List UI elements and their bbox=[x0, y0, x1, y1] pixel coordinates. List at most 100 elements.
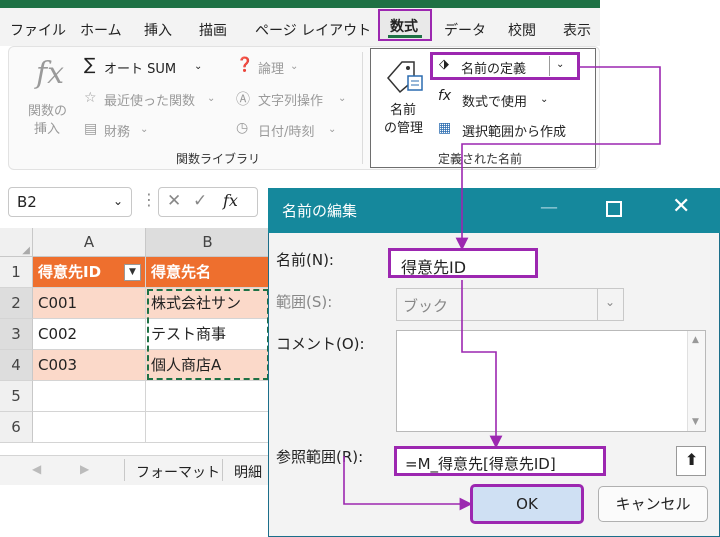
filter-dropdown-icon[interactable]: ▼ bbox=[124, 264, 141, 281]
tag-icon: ⬗ bbox=[439, 57, 449, 72]
insert-function-label-2[interactable]: 挿入 bbox=[34, 122, 61, 137]
row-header-3[interactable]: 3 bbox=[0, 319, 33, 350]
maximize-icon[interactable] bbox=[606, 201, 622, 217]
refers-to-label: 参照範囲(R): bbox=[276, 448, 364, 466]
close-icon[interactable]: ✕ bbox=[672, 194, 691, 219]
function-library-group-label: 関数ライブラリ bbox=[176, 152, 261, 166]
chevron-down-icon: ⌄ bbox=[605, 295, 616, 309]
name-box-value: B2 bbox=[17, 193, 37, 211]
chevron-down-icon[interactable]: ⌄ bbox=[290, 61, 299, 72]
chevron-down-icon[interactable]: ⌄ bbox=[194, 61, 203, 72]
tab-file[interactable]: ファイル bbox=[10, 23, 66, 39]
chevron-down-icon[interactable]: ⌄ bbox=[140, 124, 149, 135]
tab-insert[interactable]: 挿入 bbox=[144, 23, 172, 39]
clock-icon: ◷ bbox=[236, 120, 249, 136]
tab-data[interactable]: データ bbox=[444, 23, 486, 39]
scroll-left-icon[interactable]: ◀ bbox=[32, 462, 42, 476]
fx-icon: fx bbox=[36, 56, 65, 91]
autosum-button[interactable]: オート SUM bbox=[104, 62, 177, 77]
row-header-2[interactable]: 2 bbox=[0, 288, 33, 319]
text-icon: Ⓐ bbox=[236, 92, 250, 108]
name-manager-label-2[interactable]: の管理 bbox=[384, 121, 424, 136]
logical-button[interactable]: 論理 bbox=[258, 62, 285, 77]
chevron-down-icon[interactable]: ⌄ bbox=[338, 93, 347, 104]
comment-textarea[interactable]: ▲ ▼ bbox=[396, 330, 706, 432]
table-cell[interactable] bbox=[33, 381, 146, 412]
logical-icon: ❓ bbox=[236, 57, 254, 73]
name-box[interactable]: B2 ⌄ bbox=[8, 187, 132, 217]
sheet-tab-bar: ◀ ▶ フォーマット 明細 bbox=[0, 455, 290, 485]
row-header-1[interactable]: 1 bbox=[0, 257, 33, 288]
arrow-refers-to-ok bbox=[343, 456, 473, 511]
split-divider bbox=[549, 56, 550, 76]
comment-label: コメント(O): bbox=[276, 335, 365, 353]
financial-button[interactable]: 財務 bbox=[104, 125, 131, 140]
enter-icon[interactable]: ✓ bbox=[193, 191, 208, 211]
scope-value: ブック bbox=[403, 297, 449, 315]
header-label: 得意先ID bbox=[38, 263, 102, 281]
name-manager-label-1[interactable]: 名前 bbox=[390, 103, 417, 118]
datetime-button[interactable]: 日付/時刻 bbox=[258, 125, 315, 140]
chevron-down-icon[interactable]: ⌄ bbox=[328, 124, 337, 135]
ribbon-tab-bar: ファイル ホーム 挿入 描画 ページ レイアウト bbox=[0, 8, 600, 46]
minimize-icon: — bbox=[540, 197, 558, 218]
chevron-down-icon[interactable]: ⌄ bbox=[540, 94, 549, 105]
define-name-button[interactable]: ⬗ 名前の定義 ⌄ bbox=[430, 52, 580, 80]
upload-arrow-icon: ⬆ bbox=[685, 450, 699, 469]
table-cell[interactable]: 個人商店A bbox=[146, 350, 270, 381]
refers-to-value: =M_得意先[得意先ID] bbox=[405, 455, 556, 473]
group-divider bbox=[362, 52, 363, 164]
cancel-icon[interactable]: ✕ bbox=[167, 191, 182, 211]
column-header-b[interactable]: B bbox=[146, 228, 270, 257]
tab-formulas[interactable]: 数式 bbox=[378, 9, 432, 41]
tab-home[interactable]: ホーム bbox=[80, 23, 122, 39]
dialog-title-bar[interactable]: 名前の編集 — ✕ bbox=[268, 188, 720, 233]
recent-functions-button[interactable]: 最近使った関数 bbox=[104, 94, 196, 109]
corner-triangle-icon: ◢ bbox=[22, 245, 30, 256]
tab-divider bbox=[124, 459, 125, 481]
defined-names-group-label: 定義された名前 bbox=[438, 152, 523, 166]
use-in-formula-icon: fx bbox=[438, 88, 452, 104]
scroll-up-icon[interactable]: ▲ bbox=[692, 335, 699, 345]
sigma-icon: ∑ bbox=[84, 55, 96, 75]
insert-function-label-1[interactable]: 関数の bbox=[28, 104, 68, 119]
tab-draw[interactable]: 描画 bbox=[199, 23, 227, 39]
use-in-formula-button[interactable]: 数式で使用 bbox=[462, 95, 528, 110]
table-cell[interactable] bbox=[33, 412, 146, 443]
table-cell[interactable]: C003 bbox=[33, 350, 146, 381]
name-manager-icon bbox=[387, 61, 423, 94]
comment-scrollbar[interactable]: ▲ ▼ bbox=[687, 331, 705, 431]
chevron-down-icon[interactable]: ⌄ bbox=[207, 93, 216, 104]
sheet-tab-detail[interactable]: 明細 bbox=[234, 465, 262, 481]
table-cell[interactable]: テスト商事 bbox=[146, 319, 270, 350]
scope-label: 範囲(S): bbox=[276, 293, 333, 311]
sheet-tab-format[interactable]: フォーマット bbox=[136, 465, 220, 481]
chevron-down-icon[interactable]: ⌄ bbox=[556, 59, 565, 70]
table-cell[interactable]: C002 bbox=[33, 319, 146, 350]
column-header-a[interactable]: A bbox=[33, 228, 146, 257]
tab-review[interactable]: 校閲 bbox=[508, 23, 536, 39]
text-functions-button[interactable]: 文字列操作 bbox=[258, 94, 324, 109]
insert-function-icon[interactable]: fx bbox=[223, 191, 238, 210]
table-cell[interactable]: C001 bbox=[33, 288, 146, 319]
table-header-cell[interactable]: 得意先名 bbox=[146, 257, 270, 288]
tab-page-layout[interactable]: ページ レイアウト bbox=[255, 23, 372, 39]
arrow-define-to-name bbox=[455, 66, 661, 251]
name-field-value: 得意先ID bbox=[401, 258, 467, 277]
collapse-dialog-button[interactable]: ⬆ bbox=[676, 446, 706, 476]
scroll-down-icon[interactable]: ▼ bbox=[692, 417, 699, 427]
create-from-selection-icon: ▦ bbox=[438, 120, 452, 136]
row-header-5[interactable]: 5 bbox=[0, 381, 33, 412]
dialog-title: 名前の編集 bbox=[282, 202, 358, 220]
row-header-6[interactable]: 6 bbox=[0, 412, 33, 443]
create-from-selection-button[interactable]: 選択範囲から作成 bbox=[462, 125, 567, 140]
tab-view[interactable]: 表示 bbox=[563, 23, 591, 39]
row-header-4[interactable]: 4 bbox=[0, 350, 33, 381]
select-all-corner[interactable]: ◢ bbox=[0, 228, 33, 257]
scroll-right-icon[interactable]: ▶ bbox=[80, 462, 90, 476]
cancel-button[interactable]: キャンセル bbox=[598, 486, 708, 522]
table-header-cell[interactable]: 得意先ID ▼ bbox=[33, 257, 146, 288]
chevron-down-icon[interactable]: ⌄ bbox=[112, 194, 123, 208]
scope-select: ブック ⌄ bbox=[396, 288, 624, 321]
more-dots-icon: ⋮ bbox=[141, 190, 157, 209]
